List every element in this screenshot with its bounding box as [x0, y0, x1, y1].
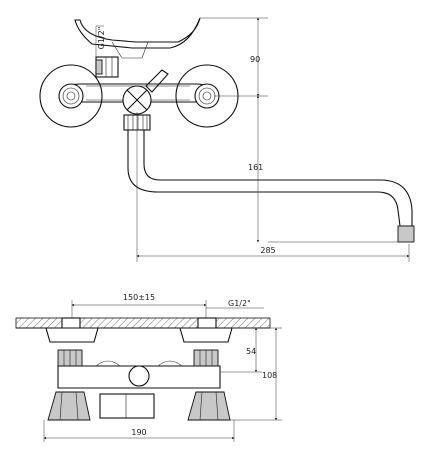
dim-54-label: 54 — [246, 347, 256, 356]
dim-161-label: 161 — [248, 163, 263, 172]
dim-108-label: 108 — [262, 371, 277, 380]
dim-285-label: 285 — [260, 246, 275, 255]
right-handle — [187, 391, 231, 421]
front-view: G1/2" 90 — [39, 17, 415, 262]
plan-diverter — [128, 365, 150, 387]
dim-90-label: 90 — [250, 55, 260, 64]
diverter-lever — [145, 69, 169, 93]
left-handle — [47, 391, 91, 421]
right-escutcheon — [179, 327, 233, 343]
left-valve-cap — [58, 83, 84, 109]
plan-view: 150±15 G1/2" — [15, 293, 282, 442]
thread-bottom-label: G1/2" — [228, 299, 251, 308]
inlet-thread — [95, 59, 103, 75]
dim-190-label: 190 — [131, 428, 146, 437]
dim-150-label: 150±15 — [123, 293, 155, 302]
spout — [127, 129, 413, 227]
lever-handle — [74, 17, 201, 49]
left-flange — [39, 64, 103, 128]
thread-top-label: G1/2" — [97, 27, 106, 50]
spout-outlet — [99, 393, 155, 419]
wall-section — [15, 317, 271, 329]
aerator — [397, 225, 415, 243]
left-escutcheon — [45, 327, 99, 343]
